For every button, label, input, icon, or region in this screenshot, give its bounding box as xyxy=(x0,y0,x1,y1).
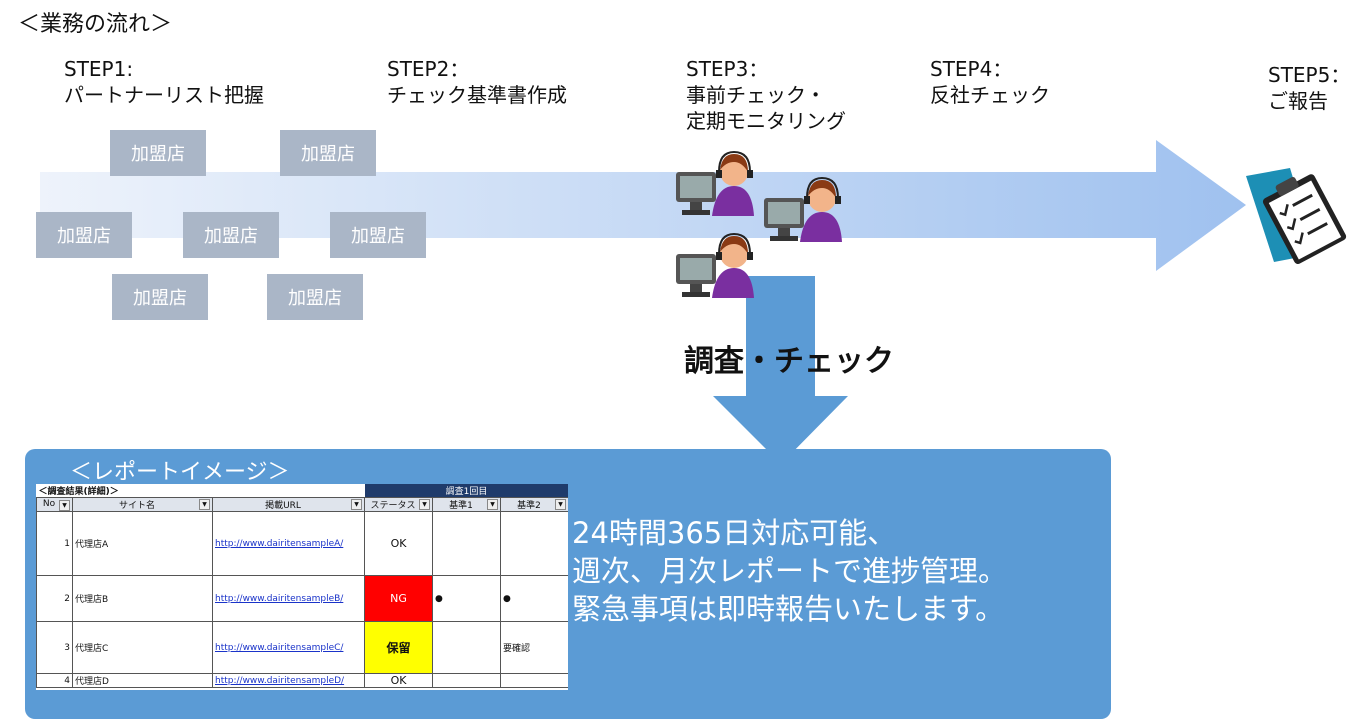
row-site: 代理店A xyxy=(72,511,213,576)
page-title: ＜業務の流れ＞ xyxy=(18,12,173,37)
table-row: 1 代理店A http://www.dairitensampleA/ OK xyxy=(36,511,568,576)
step-desc: パートナーリスト把握 xyxy=(64,83,264,107)
filter-dropdown-icon[interactable]: ▼ xyxy=(555,499,567,510)
operator-headset-icon xyxy=(676,150,754,216)
filter-dropdown-icon[interactable]: ▼ xyxy=(59,499,70,511)
clipboard-checklist-icon xyxy=(1246,168,1347,264)
step-label: STEP4： xyxy=(930,57,1013,81)
row-status: NG xyxy=(364,575,433,622)
row-criteria-2: ● xyxy=(499,575,568,622)
row-no: 2 xyxy=(36,575,73,622)
row-criteria-2 xyxy=(499,673,568,688)
row-url-link[interactable]: http://www.dairitensampleC/ xyxy=(215,642,344,653)
step-desc: 反社チェック xyxy=(930,83,1050,107)
step-desc: ご報告 xyxy=(1268,89,1328,113)
row-status: OK xyxy=(364,673,433,688)
row-site: 代理店C xyxy=(72,621,213,674)
step-label: STEP2： xyxy=(387,57,470,81)
row-no: 4 xyxy=(36,673,73,688)
report-description: 24時間365日対応可能、 週次、月次レポートで進捗管理。 緊急事項は即時報告い… xyxy=(572,514,1007,628)
step-3: STEP3： 事前チェック・ 定期モニタリング xyxy=(686,56,846,134)
step-4: STEP4： 反社チェック xyxy=(930,56,1050,108)
step-desc: チェック基準書作成 xyxy=(387,83,567,107)
store-box: 加盟店 xyxy=(330,212,426,258)
report-title: ＜レポートイメージ＞ xyxy=(70,460,290,485)
row-url-link[interactable]: http://www.dairitensampleD/ xyxy=(215,675,345,686)
row-url-link[interactable]: http://www.dairitensampleB/ xyxy=(215,593,344,604)
flow-arrow-down xyxy=(713,276,848,464)
table-row: 2 代理店B http://www.dairitensampleB/ NG ● … xyxy=(36,575,568,622)
check-label: 調査・チェック xyxy=(684,344,894,379)
sheet-caption: ＜調査結果(詳細)＞ xyxy=(38,487,119,497)
store-box: 加盟店 xyxy=(112,274,208,320)
step-2: STEP2： チェック基準書作成 xyxy=(387,56,567,108)
row-status: 保留 xyxy=(364,621,433,674)
table-row: 4 代理店D http://www.dairitensampleD/ OK xyxy=(36,673,568,688)
store-box: 加盟店 xyxy=(280,130,376,176)
report-line: 週次、月次レポートで進捗管理。 xyxy=(572,554,1008,588)
column-header-criteria-1[interactable]: 基準1▼ xyxy=(432,497,501,512)
row-site: 代理店B xyxy=(72,575,213,622)
report-spreadsheet: ＜調査結果(詳細)＞ 調査1回目 No▼ サイト名▼ 掲載URL▼ ステータス▼… xyxy=(36,484,568,690)
store-box: 加盟店 xyxy=(267,274,363,320)
step-desc: 事前チェック・ xyxy=(686,83,826,107)
sheet-group-header: 調査1回目 xyxy=(364,484,568,498)
report-line: 緊急事項は即時報告いたします。 xyxy=(572,592,1005,626)
row-status: OK xyxy=(364,511,433,576)
store-box: 加盟店 xyxy=(110,130,206,176)
step-label: STEP3： xyxy=(686,57,769,81)
row-criteria-1 xyxy=(432,511,501,576)
row-url-link[interactable]: http://www.dairitensampleA/ xyxy=(215,538,344,549)
store-box: 加盟店 xyxy=(183,212,279,258)
operator-headset-icon xyxy=(676,232,754,298)
row-criteria-2: 要確認 xyxy=(499,621,568,674)
row-criteria-2 xyxy=(499,511,568,576)
row-criteria-1: ● xyxy=(432,575,501,622)
column-header-no[interactable]: No▼ xyxy=(36,497,73,512)
filter-dropdown-icon[interactable]: ▼ xyxy=(419,499,430,510)
step-label: STEP5： xyxy=(1268,63,1351,87)
row-no: 1 xyxy=(36,511,73,576)
operator-headset-icon xyxy=(764,176,842,242)
step-label: STEP1: xyxy=(64,57,134,81)
store-box: 加盟店 xyxy=(36,212,132,258)
row-criteria-1 xyxy=(432,673,501,688)
column-header-site[interactable]: サイト名▼ xyxy=(72,497,213,512)
filter-dropdown-icon[interactable]: ▼ xyxy=(351,499,362,510)
row-no: 3 xyxy=(36,621,73,674)
step-desc-2: 定期モニタリング xyxy=(686,109,846,133)
row-criteria-1 xyxy=(432,621,501,674)
row-site: 代理店D xyxy=(72,673,213,688)
table-row: 3 代理店C http://www.dairitensampleC/ 保留 要確… xyxy=(36,621,568,674)
step-1: STEP1: パートナーリスト把握 xyxy=(64,56,264,108)
column-header-url[interactable]: 掲載URL▼ xyxy=(212,497,365,512)
filter-dropdown-icon[interactable]: ▼ xyxy=(199,499,210,510)
filter-dropdown-icon[interactable]: ▼ xyxy=(487,499,498,510)
column-header-criteria-2[interactable]: 基準2▼ xyxy=(499,497,568,512)
step-5: STEP5： ご報告 xyxy=(1268,62,1350,114)
report-line: 24時間365日対応可能、 xyxy=(572,516,897,550)
column-header-status[interactable]: ステータス▼ xyxy=(364,497,433,512)
